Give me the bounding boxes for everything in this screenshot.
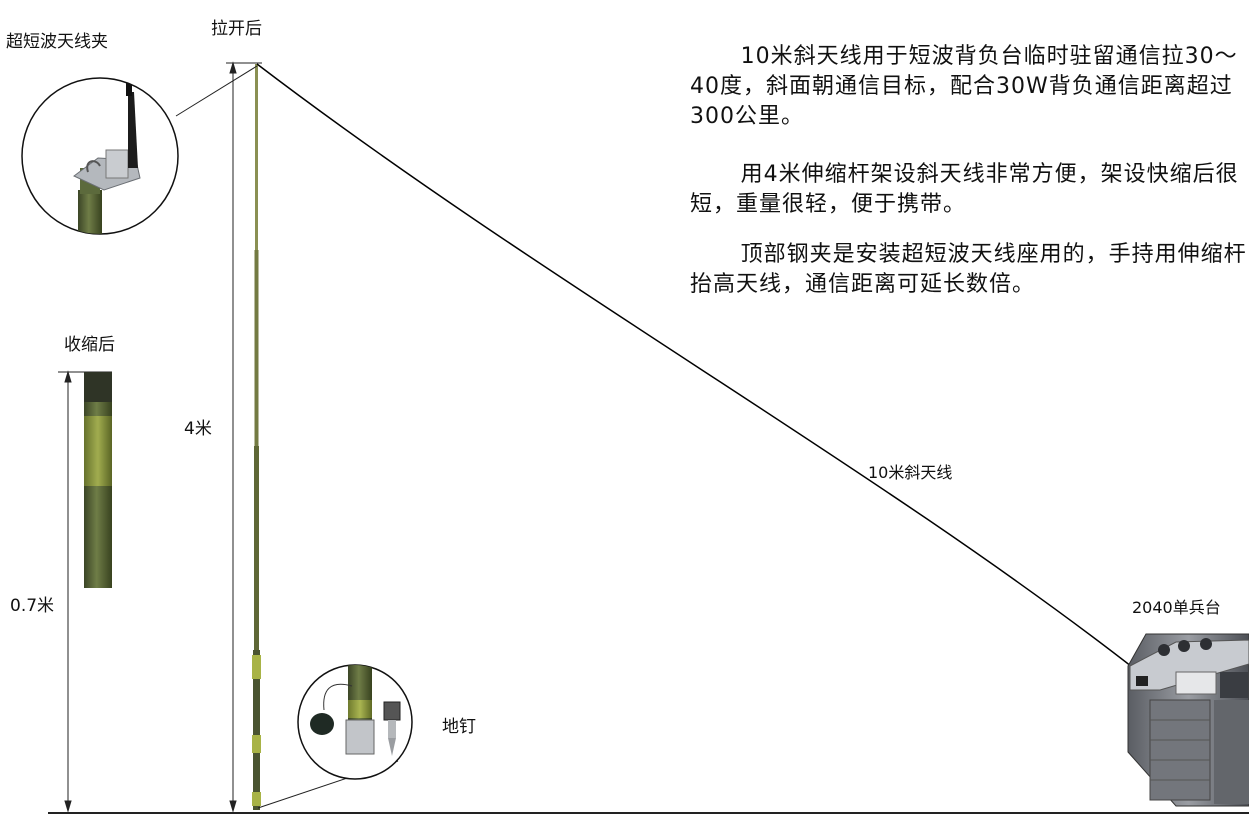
clamp-detail-circle: [21, 77, 179, 235]
height-0.7m-label: 0.7米: [10, 596, 55, 616]
extended-label: 拉开后: [211, 19, 262, 39]
clamp-leader: [175, 65, 258, 117]
retracted-label: 收缩后: [64, 335, 115, 355]
stake-detail-circle: [297, 664, 413, 780]
description-paragraph-1: 10米斜天线用于短波背负台临时驻留通信拉30～40度，斜面朝通信目标，配合30W…: [690, 44, 1238, 129]
slant-wire: [256, 63, 1137, 671]
ground-stake-label: 地钉: [442, 717, 476, 737]
description-paragraph-2: 用4米伸缩杆架设斜天线非常方便，架设快缩后很短，重量很轻，便于携带。: [690, 162, 1239, 217]
height-4m-label: 4米: [184, 419, 212, 439]
radio-label: 2040单兵台: [1132, 598, 1221, 617]
extended-pole: [252, 64, 261, 810]
description-paragraph-3: 顶部钢夹是安装超短波天线座用的，手持用伸缩杆抬高天线，通信距离可延长数倍。: [690, 242, 1247, 297]
retracted-pole: [84, 372, 112, 588]
slant-antenna-label: 10米斜天线: [868, 463, 953, 482]
dimension-4m: [226, 61, 262, 813]
radio-unit: [1127, 633, 1249, 807]
vhf-clamp-label: 超短波天线夹: [6, 32, 108, 52]
